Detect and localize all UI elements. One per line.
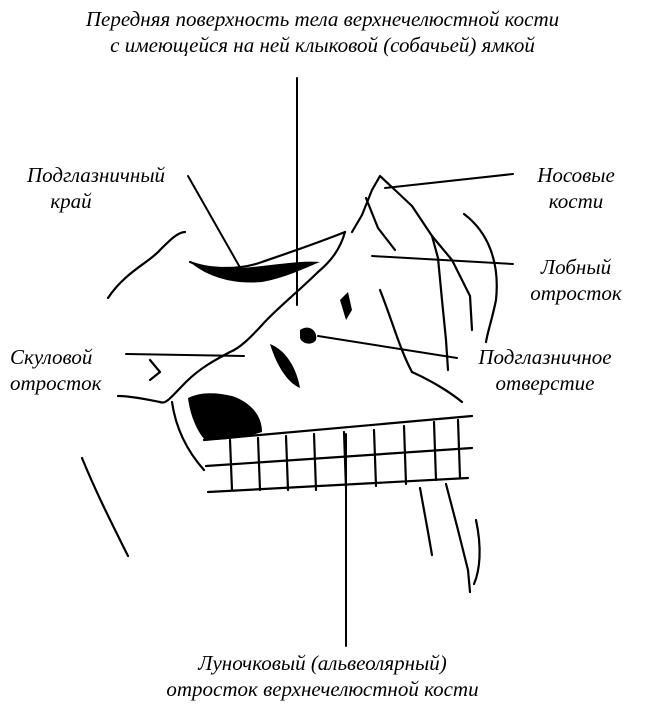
leader-infraorbital-foramen — [318, 336, 457, 358]
label-frontal-process: Лобный отросток — [512, 254, 640, 306]
leader-nasal-bones — [385, 174, 513, 188]
label-alveolar-process-line1: Луночковый (альвеолярный) — [0, 650, 645, 676]
label-frontal-process-line1: Лобный — [512, 254, 640, 280]
label-infraorbital-foramen: Подглазничное отверстие — [455, 344, 635, 396]
leader-frontal-process — [372, 256, 513, 264]
label-front-surface-line1: Передняя поверхность тела верхнечелюстно… — [0, 6, 645, 32]
leader-zygomatic-process — [126, 354, 244, 356]
label-nasal-bones-line2: кости — [516, 188, 636, 214]
label-infraorbital-foramen-line2: отверстие — [455, 370, 635, 396]
label-front-surface-line2: с имеющейся на ней клыковой (собачьей) я… — [0, 32, 645, 58]
label-zygomatic-process-line1: Скуловой — [10, 344, 101, 370]
label-alveolar-process-line2: отросток верхнечелюстной кости — [0, 676, 645, 702]
label-nasal-bones-line1: Носовые — [516, 162, 636, 188]
label-frontal-process-line2: отросток — [512, 280, 640, 306]
label-infraorbital-margin-line1: Подглазничный — [6, 162, 186, 188]
label-infraorbital-foramen-line1: Подглазничное — [455, 344, 635, 370]
label-zygomatic-process-line2: отросток — [10, 370, 101, 396]
label-alveolar-process: Луночковый (альвеолярный) отросток верхн… — [0, 650, 645, 702]
label-infraorbital-margin-line2: край — [0, 188, 186, 214]
label-zygomatic-process: Скуловой отросток — [10, 344, 101, 396]
label-infraorbital-margin: Подглазничный край — [6, 162, 186, 214]
label-front-surface: Передняя поверхность тела верхнечелюстно… — [0, 6, 645, 58]
label-nasal-bones: Носовые кости — [516, 162, 636, 214]
leader-infraorbital-margin — [188, 176, 246, 278]
